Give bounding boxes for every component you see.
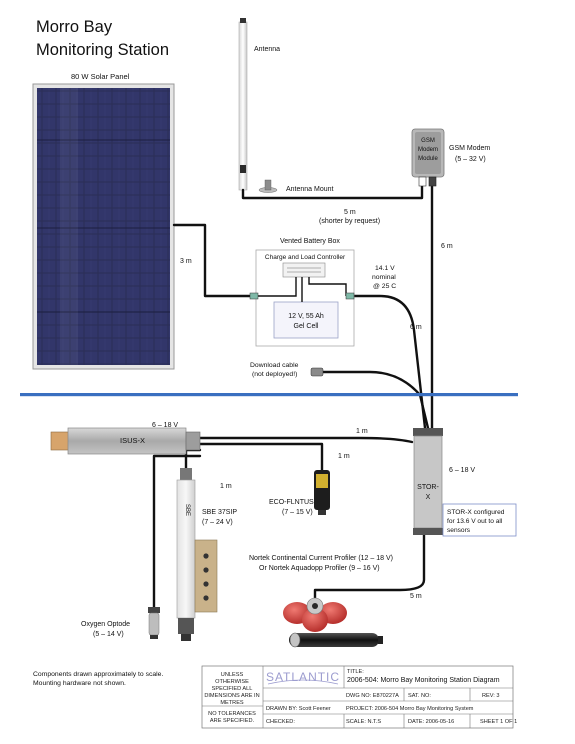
storx-note-line-2: for 13.6 V out to all <box>447 518 503 525</box>
gsm-label: GSM Modem <box>449 145 490 152</box>
solar-panel-label: 80 W Solar Panel <box>71 72 130 81</box>
nominal-line-2: nominal <box>372 274 396 281</box>
battery-box-title: Vented Battery Box <box>280 238 340 245</box>
nortek-profiler <box>283 597 383 648</box>
nortek-line-2: Or Nortek Aquadopp Profiler (9 – 16 V) <box>259 565 380 572</box>
charge-controller <box>282 262 326 278</box>
cable-6m-top-label: 6 m <box>441 243 453 250</box>
drawn-by: DRAWN BY: Scott Feener <box>266 706 331 712</box>
cable-3m-label: 3 m <box>180 258 192 265</box>
storx-note-line-1: STOR-X configured <box>447 509 505 516</box>
charge-controller-label: Charge and Load Controller <box>265 254 346 261</box>
gsm-box-line-1: GSM <box>421 138 435 144</box>
cable-1m-b-label: 1 m <box>338 453 350 460</box>
sbe-voltage: (7 – 24 V) <box>202 519 233 526</box>
title-block: UNLESS OTHERWISE SPECIFIED ALL DIMENSION… <box>201 665 517 729</box>
title-line-2: Monitoring Station <box>36 41 169 59</box>
cable-sbe <box>184 448 202 470</box>
title-caption: TITLE: <box>347 669 364 675</box>
battery-connectors <box>249 292 355 300</box>
stor-x: STOR- X <box>413 428 443 535</box>
optode-line-2: (5 – 14 V) <box>93 631 124 638</box>
cable-nortek <box>313 532 426 600</box>
waterline <box>20 393 518 397</box>
date: DATE: 2006-05-16 <box>408 719 454 725</box>
solar-panel <box>32 83 175 370</box>
optode-line-1: Oxygen Optode <box>81 621 130 628</box>
battery-line-1: 12 V, 55 Ah <box>288 313 324 320</box>
eco-label: ECO-FLNTUS <box>269 499 314 506</box>
tolerance-line-1: NO TOLERANCES <box>208 711 256 717</box>
oxygen-optode <box>148 607 160 639</box>
gel-cell-battery <box>273 301 339 339</box>
antenna-mount-label: Antenna Mount <box>286 186 334 193</box>
gsm-voltage: (5 – 32 V) <box>455 156 486 163</box>
isus-voltage: 6 – 18 V <box>152 422 178 429</box>
storx-note-line-3: sensors <box>447 527 471 534</box>
sheet: SHEET 1 OF 1 <box>480 719 517 725</box>
gsm-box-line-2: Modem <box>418 147 438 153</box>
download-line-1: Download cable <box>250 362 299 369</box>
nominal-line-3: @ 25 C <box>373 283 396 290</box>
cable-5m-bottom-label: 5 m <box>410 593 422 600</box>
unless-line-4: DIMENSIONS ARE IN <box>204 693 259 699</box>
cable-5m-note: (shorter by request) <box>319 218 380 225</box>
tolerance-line-2: ARE SPECIFIED. <box>210 718 255 724</box>
storx-note: STOR-X configured for 13.6 V out to all … <box>442 503 517 537</box>
storx-voltage: 6 – 18 V <box>449 467 475 474</box>
satlantic-logo: SATLANTIC <box>266 670 340 684</box>
antenna-label: Antenna <box>254 46 280 53</box>
isus-x: ISUS-X <box>50 427 201 455</box>
cable-optode <box>152 454 202 609</box>
cable-isus-storx <box>198 436 414 444</box>
dwg-no: DWG NO: E870227A <box>346 693 399 699</box>
nortek-line-1: Nortek Continental Current Profiler (12 … <box>249 555 393 562</box>
storx-line-2: X <box>426 494 431 501</box>
unless-line-1: UNLESS <box>221 672 244 678</box>
title-block-title: 2006-504: Morro Bay Monitoring Station D… <box>347 677 500 684</box>
antenna-mount <box>258 179 278 193</box>
download-line-2: (not deployed!) <box>252 371 297 378</box>
cable-solar-battery <box>172 223 260 298</box>
unless-line-2: OTHERWISE <box>215 679 249 685</box>
scale: SCALE: N.T.S <box>346 719 381 725</box>
sat-no: SAT. NO: <box>408 693 431 699</box>
cable-6m-mid-label: 6 m <box>410 324 422 331</box>
title-line-1: Morro Bay <box>36 18 113 36</box>
battery-box: Charge and Load Controller 12 V, 55 Ah G… <box>255 249 355 347</box>
cable-download <box>320 370 430 430</box>
eco-flntus <box>314 470 330 515</box>
project: PROJECT: 2006-504 Morro Bay Monitoring S… <box>346 706 474 712</box>
isus-label: ISUS-X <box>120 436 145 445</box>
sbe-body-text: SBE <box>184 504 190 516</box>
footnote-line-1: Components drawn approximately to scale. <box>33 671 163 678</box>
download-connector <box>310 367 324 377</box>
sbe-37sip: SBE <box>176 468 218 641</box>
unless-line-5: METRES <box>220 700 244 706</box>
cable-5m-label: 5 m <box>344 209 356 216</box>
cable-eco <box>198 442 324 472</box>
cable-1m-c-label: 1 m <box>220 483 232 490</box>
checked: CHECKED: <box>266 719 295 725</box>
eco-voltage: (7 – 15 V) <box>282 509 313 516</box>
antenna <box>238 18 248 191</box>
cable-antenna-gsm <box>241 184 424 200</box>
gsm-box-line-3: Module <box>418 156 438 162</box>
battery-line-2: Gel Cell <box>294 323 319 330</box>
gsm-modem: GSM Modem Module <box>411 128 445 187</box>
nominal-line-1: 14.1 V <box>375 265 395 272</box>
cable-1m-a-label: 1 m <box>356 428 368 435</box>
sbe-label: SBE 37SIP <box>202 509 237 516</box>
unless-line-3: SPECIFIED ALL <box>212 686 253 692</box>
cable-battery-storx <box>344 294 427 430</box>
rev: REV: 3 <box>482 693 500 699</box>
footnote-line-2: Mounting hardware not shown. <box>33 680 126 687</box>
storx-line-1: STOR- <box>417 484 439 491</box>
